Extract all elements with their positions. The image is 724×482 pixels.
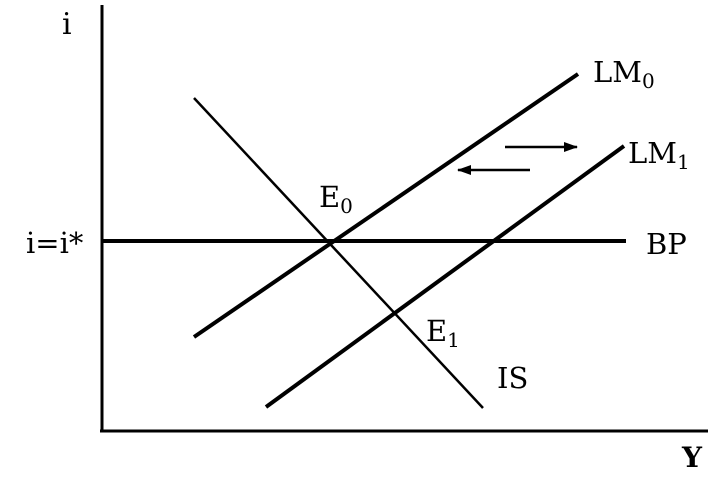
lm0-label-sub: 0 [642, 69, 655, 93]
e1-label-main: E [426, 314, 447, 348]
is-line [193, 97, 484, 409]
lm1-line [264, 144, 626, 409]
bp-label: BP [646, 227, 687, 261]
is-label: IS [497, 361, 528, 395]
interest-rate-tick-label: i=i* [26, 226, 84, 260]
e0-label-main: E [319, 180, 340, 214]
e1-label: E1 [426, 314, 460, 352]
lm0-label: LM0 [593, 55, 655, 93]
lm1-label-sub: 1 [677, 150, 690, 174]
lm0-label-main: LM [593, 55, 642, 89]
x-axis-label: Y [681, 441, 703, 474]
e0-label-sub: 0 [340, 194, 353, 218]
lm1-label-main: LM [628, 136, 677, 170]
lm0-line [192, 72, 580, 339]
e0-label: E0 [319, 180, 353, 218]
tick-i-eq-istar: i=i* [26, 226, 84, 260]
lm1-label: LM1 [628, 136, 690, 174]
y-axis-label: i [62, 7, 72, 42]
e1-label-sub: 1 [447, 328, 460, 352]
